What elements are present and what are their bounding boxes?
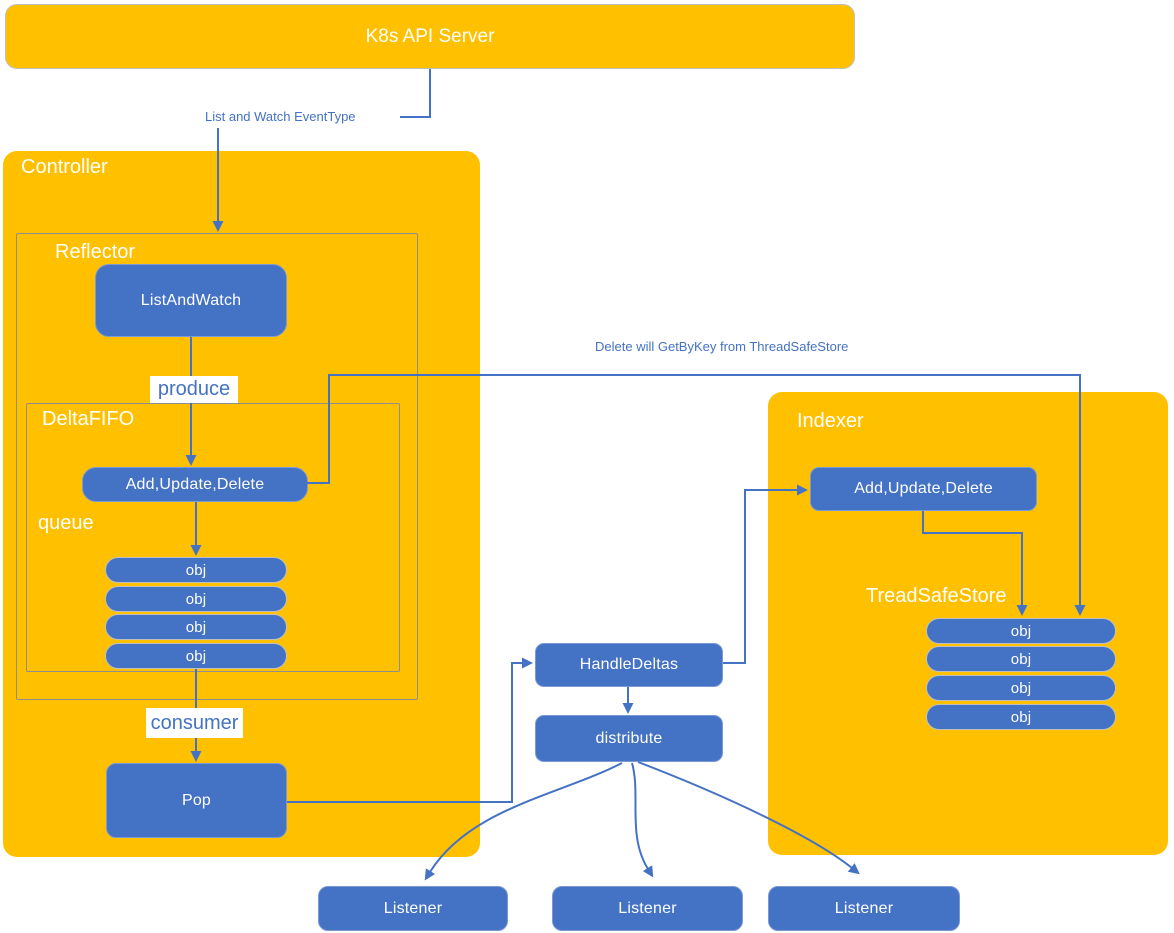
- distribute-node: distribute: [535, 715, 723, 762]
- edge-apiserver-to-label: [400, 69, 431, 118]
- list-and-watch-node: ListAndWatch: [95, 264, 287, 337]
- store-obj-pill: obj: [926, 675, 1116, 701]
- fifo-obj-pill: obj: [105, 557, 287, 583]
- controller-label: Controller: [21, 156, 108, 178]
- listener-node: Listener: [768, 886, 960, 931]
- k8s-api-server-label: K8s API Server: [365, 25, 495, 47]
- store-obj-pill: obj: [926, 704, 1116, 730]
- indexer-add-update-delete-node: Add,Update,Delete: [810, 467, 1037, 511]
- fifo-obj-pill: obj: [105, 586, 287, 612]
- produce-label: produce: [150, 376, 238, 403]
- listener-node: Listener: [318, 886, 508, 931]
- deltafifo-label: DeltaFIFO: [42, 408, 135, 430]
- getbykey-annotation: Delete will GetByKey from ThreadSafeStor…: [595, 339, 849, 354]
- threadsafestore-label: TreadSafeStore: [866, 585, 1007, 607]
- k8s-api-server-box: K8s API Server: [5, 4, 855, 69]
- reflector-label: Reflector: [55, 241, 136, 263]
- pop-node: Pop: [106, 763, 287, 838]
- fifo-obj-pill: obj: [105, 643, 287, 669]
- queue-label: queue: [38, 512, 94, 534]
- list-watch-eventtype-label: List and Watch EventType: [205, 109, 356, 124]
- fifo-add-update-delete-node: Add,Update,Delete: [82, 467, 308, 502]
- store-obj-pill: obj: [926, 618, 1116, 644]
- handle-deltas-node: HandleDeltas: [535, 643, 723, 687]
- fifo-obj-pill: obj: [105, 614, 287, 640]
- edge-distribute-to-listener2: [631, 762, 654, 878]
- indexer-label: Indexer: [797, 410, 864, 432]
- listener-node: Listener: [552, 886, 743, 931]
- consumer-label: consumer: [146, 708, 243, 738]
- store-obj-pill: obj: [926, 646, 1116, 672]
